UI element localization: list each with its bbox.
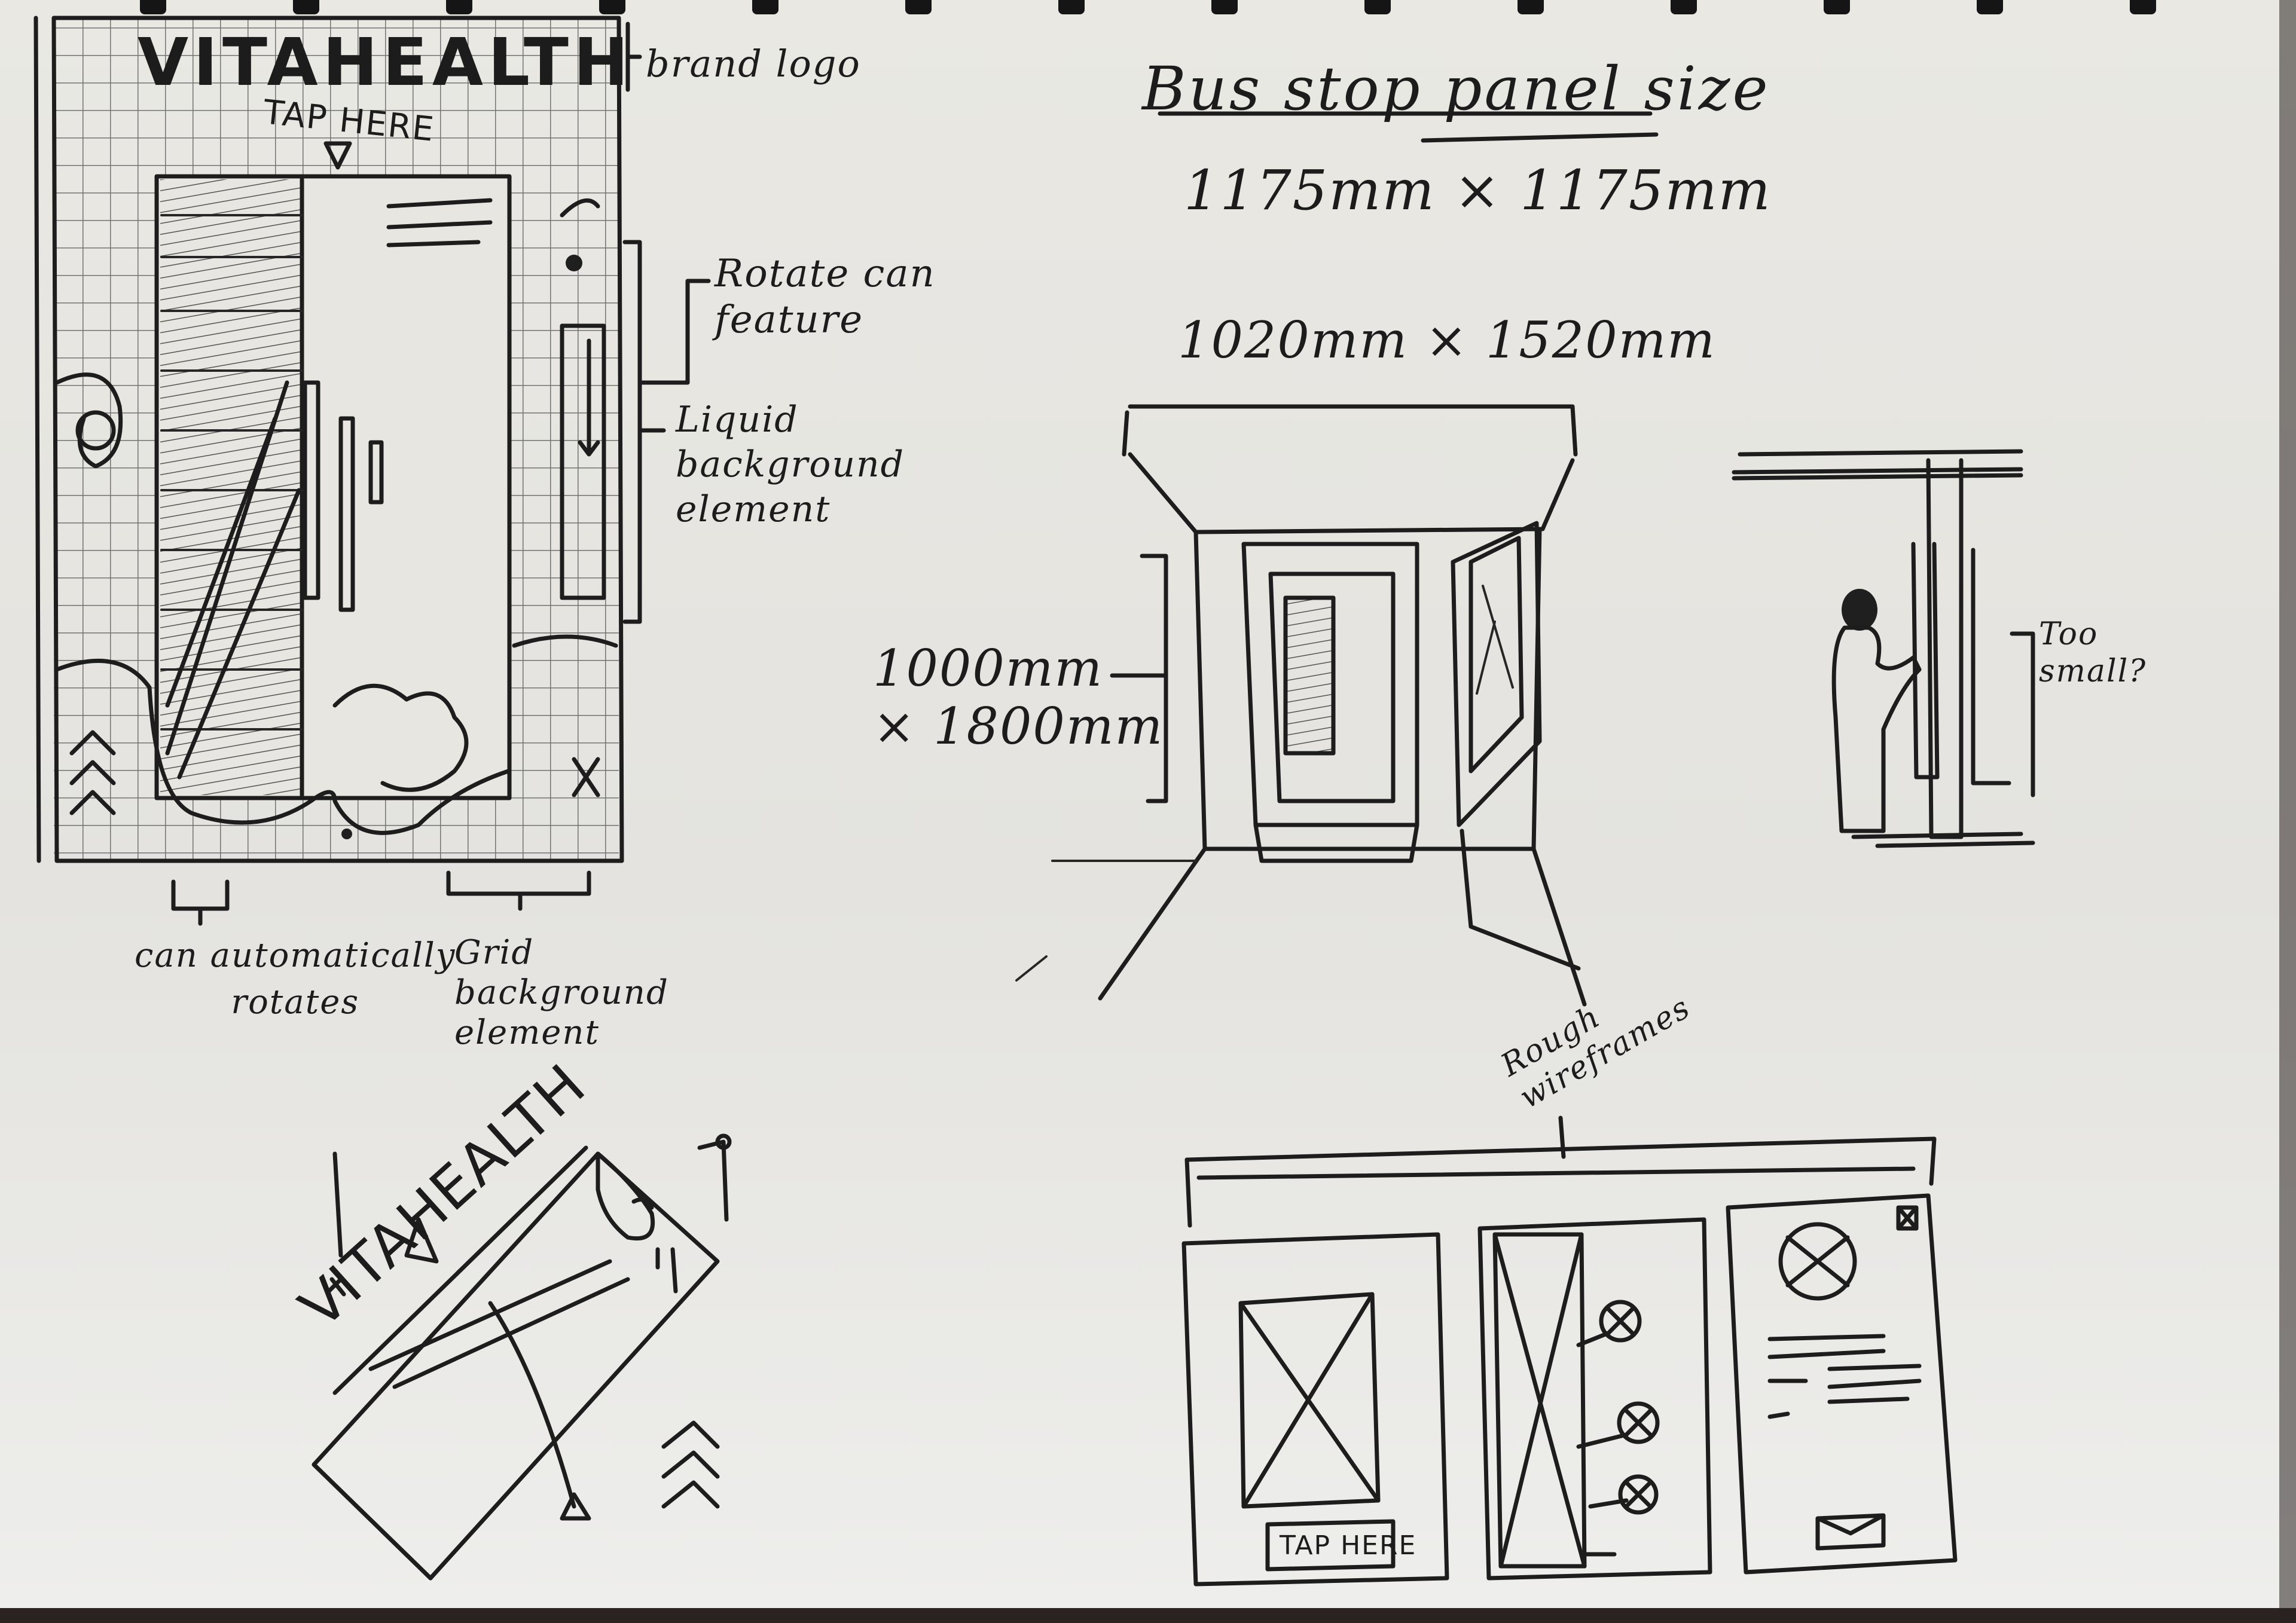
rotate-can-annotation: Rotate can feature xyxy=(715,252,936,342)
spiral-ring xyxy=(1518,0,1544,14)
rough-wireframes-sketch xyxy=(1181,1115,1958,1587)
panel-size-title: Bus stop panel size xyxy=(1142,54,1770,124)
panel-size-c: 1000mm × 1800mm xyxy=(873,639,1164,756)
spiral-ring xyxy=(599,0,625,14)
panel-size-b: 1020mm × 1520mm xyxy=(1178,311,1716,369)
liquid-background-annotation: Liquid background element xyxy=(676,399,905,530)
wireframe-tap-here: TAP HERE xyxy=(1280,1530,1417,1561)
spiral-ring xyxy=(293,0,319,14)
spiral-ring xyxy=(2130,0,2156,14)
auto-rotate-annotation: can automatically rotates xyxy=(135,936,456,1022)
spiral-ring xyxy=(1824,0,1850,14)
spiral-ring xyxy=(446,0,472,14)
spiral-ring xyxy=(1977,0,2003,14)
grid-background-annotation: Grid background element xyxy=(454,933,669,1053)
spiral-ring xyxy=(1364,0,1391,14)
brand-logo-text: VITAHEALTH xyxy=(138,24,633,100)
bus-shelter-perspective xyxy=(1015,111,1659,1007)
too-small-annotation: Too small? xyxy=(2039,616,2147,690)
rotated-logo-sketch xyxy=(312,1133,732,1581)
person-at-kiosk-sketch xyxy=(1732,449,2035,848)
spiral-ring xyxy=(140,0,166,14)
panel-size-a: 1175mm × 1175mm xyxy=(1184,158,1772,222)
spiral-ring xyxy=(752,0,778,14)
spiral-ring xyxy=(905,0,932,14)
kiosk-poster-sketch xyxy=(33,16,711,926)
spiral-binding xyxy=(140,0,2156,14)
spiral-ring xyxy=(1211,0,1238,14)
spiral-ring xyxy=(1058,0,1085,14)
brand-logo-annotation: brand logo xyxy=(646,42,861,85)
spiral-ring xyxy=(1671,0,1697,14)
